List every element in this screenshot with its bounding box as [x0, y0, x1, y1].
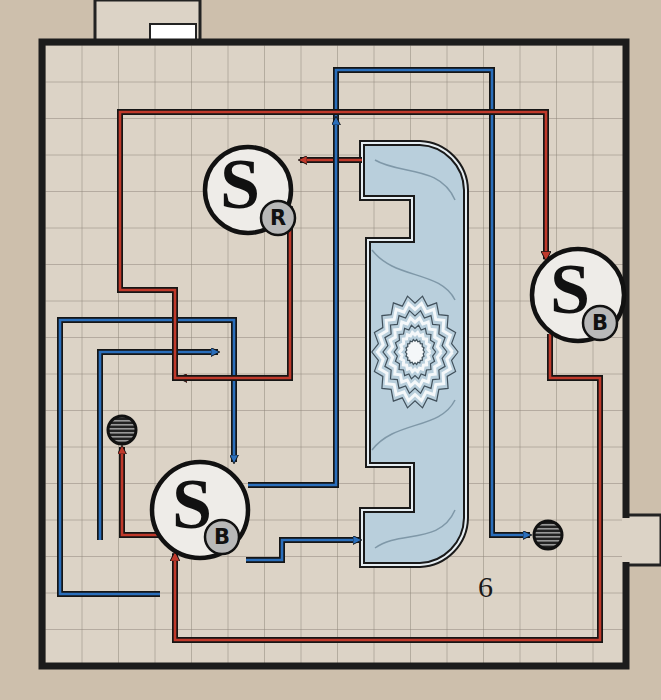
blue-pipe — [335, 118, 338, 130]
symbol-badge: R — [259, 199, 297, 237]
room-number: 6 — [478, 572, 493, 602]
drain-hole — [108, 416, 136, 444]
room-wall — [42, 42, 626, 666]
whirlpool-ring — [400, 332, 430, 371]
whirlpool-ring — [389, 318, 442, 386]
blue-pipe — [246, 540, 360, 560]
floor-grid — [42, 42, 626, 666]
pool-rim — [362, 143, 466, 565]
circle-outline — [152, 462, 248, 558]
red-pipe — [120, 112, 546, 378]
pool-water — [362, 143, 466, 565]
symbol-badge: B — [203, 518, 241, 556]
secret-door-symbol: SB — [150, 460, 250, 560]
symbol-badge: B — [581, 304, 619, 342]
pipe-casing — [333, 118, 339, 130]
circle-outline — [583, 306, 617, 340]
pipe-casing — [120, 112, 546, 378]
symbol-letter: S — [220, 148, 260, 220]
badge-letter: R — [270, 208, 286, 229]
drain-hole — [534, 521, 562, 549]
circle-outline — [205, 520, 239, 554]
circle-outline — [532, 249, 624, 341]
circle-outline — [205, 147, 291, 233]
circle-outline — [261, 201, 295, 235]
whirlpool-ring — [383, 311, 447, 394]
water-ripple — [372, 160, 455, 548]
pipes — [60, 70, 530, 594]
secret-door-symbol: SB — [530, 247, 626, 343]
pipe-casing — [300, 157, 362, 163]
wall-gap — [622, 518, 630, 562]
whirlpool — [372, 296, 458, 408]
pool — [362, 143, 466, 565]
secret-door-symbol: SR — [203, 145, 293, 235]
pipe-casing — [246, 540, 360, 560]
whirlpool-ring — [377, 303, 452, 400]
whirlpool-ring — [372, 296, 458, 408]
badge-letter: B — [592, 313, 608, 334]
whirlpool-ring — [405, 340, 424, 365]
room-floor — [42, 42, 626, 666]
pipe-connector — [120, 112, 546, 378]
red-pipe — [300, 159, 362, 162]
symbol-letter: S — [550, 253, 590, 325]
whirlpool-ring — [394, 325, 436, 379]
badge-letter: B — [214, 527, 230, 548]
side-passage — [620, 515, 661, 565]
